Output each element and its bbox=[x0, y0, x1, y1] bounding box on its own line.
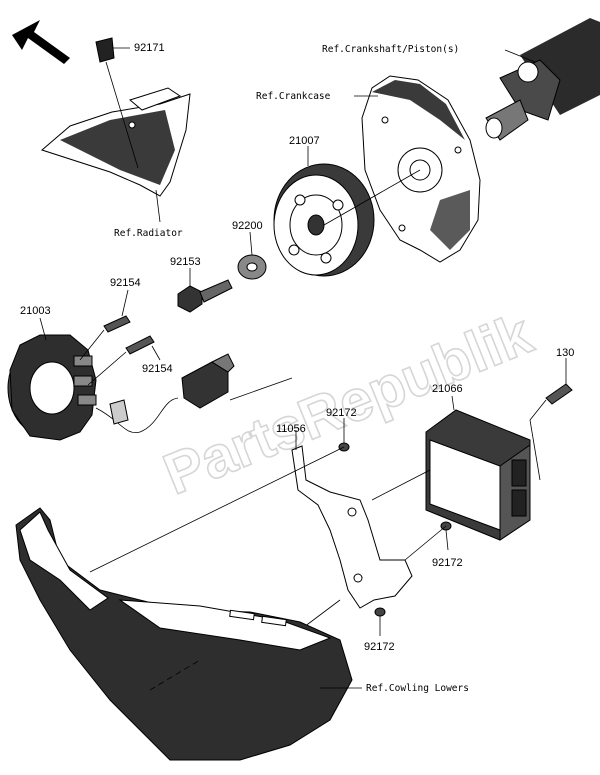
screw-92154-bottom-part bbox=[87, 335, 161, 386]
label-11056: 11056 bbox=[276, 423, 306, 435]
label-21066: 21066 bbox=[432, 383, 463, 395]
bolt-92153-part bbox=[177, 268, 233, 313]
label-92200: 92200 bbox=[232, 220, 263, 232]
assembly-leader-lines bbox=[89, 377, 447, 631]
label-92153: 92153 bbox=[170, 256, 201, 268]
label-92154-bottom: 92154 bbox=[142, 363, 173, 375]
label-21003: 21003 bbox=[20, 305, 51, 317]
label-92172-top: 92172 bbox=[326, 407, 357, 419]
label-21007: 21007 bbox=[289, 135, 320, 147]
label-92172-right: 92172 bbox=[432, 557, 463, 569]
stator-21003-part bbox=[7, 317, 97, 441]
crankshaft-part bbox=[485, 18, 600, 141]
bolt-130-part bbox=[529, 358, 573, 481]
label-92171: 92171 bbox=[134, 42, 165, 54]
leader-ref-radiator bbox=[155, 189, 161, 223]
clip-92171-part bbox=[95, 37, 139, 169]
cowling-lowers-part bbox=[15, 507, 362, 761]
ref-crankcase-label: Ref.Crankcase bbox=[256, 91, 331, 102]
washer-92200-part bbox=[237, 231, 267, 280]
screw-92154-top-part bbox=[79, 289, 131, 361]
bolt-92172-bottom-part bbox=[374, 607, 386, 636]
ref-cowling-label: Ref.Cowling Lowers bbox=[366, 683, 469, 694]
stator-connector-part bbox=[95, 353, 235, 434]
regulator-21066-part bbox=[425, 395, 531, 541]
label-130: 130 bbox=[556, 347, 574, 359]
rotor-21007-part bbox=[273, 146, 421, 277]
ref-radiator-label: Ref.Radiator bbox=[114, 228, 183, 239]
front-arrow-icon bbox=[12, 20, 70, 64]
label-92172-bottom: 92172 bbox=[364, 641, 395, 653]
radiator-cover-part bbox=[40, 87, 191, 197]
bracket-11056-part bbox=[291, 430, 413, 609]
ref-crankshaft-label: Ref.Crankshaft/Piston(s) bbox=[322, 44, 459, 55]
crankcase-cover-part bbox=[354, 75, 481, 263]
label-92154-top: 92154 bbox=[110, 277, 141, 289]
